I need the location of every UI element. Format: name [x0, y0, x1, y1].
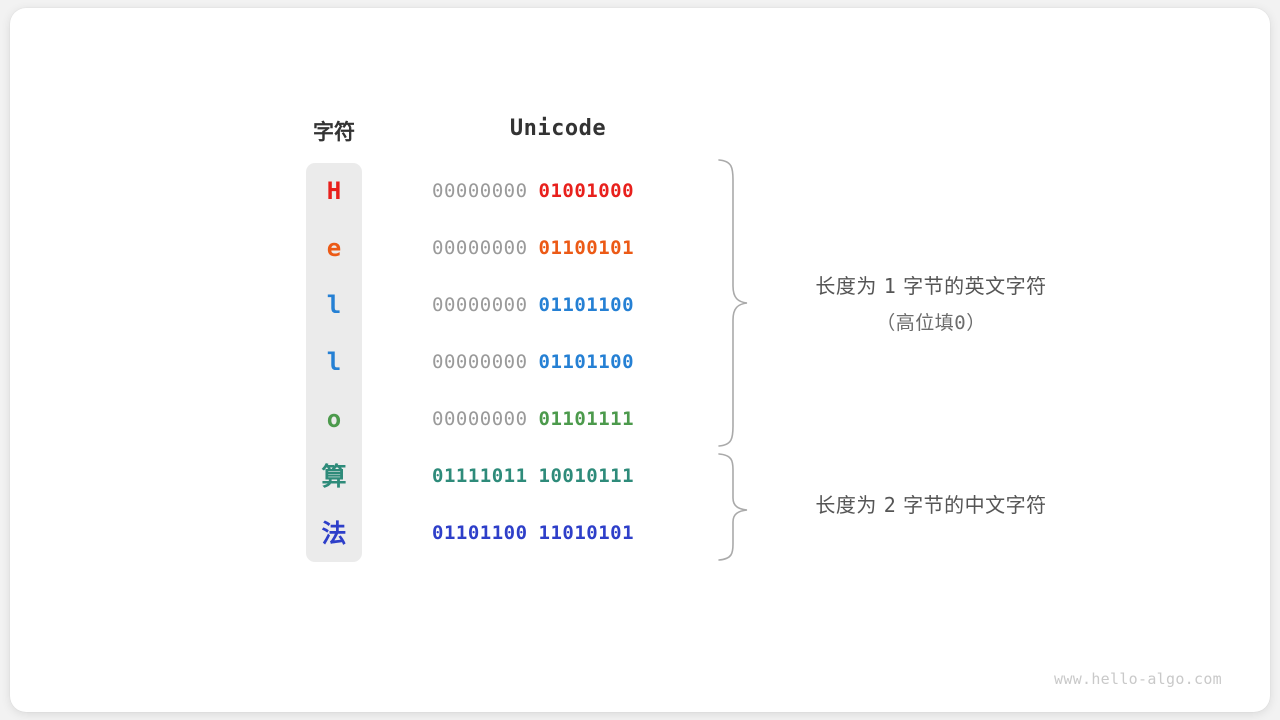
binary-row: 00000000 01101111: [432, 391, 684, 448]
annot1b-prefix: （高位填: [876, 312, 955, 334]
binary-low-byte: 01101111: [538, 408, 635, 430]
binary-row: 01111011 10010111: [432, 448, 684, 505]
binary-row: 00000000 01101100: [432, 334, 684, 391]
annot1-suffix: 字节的英文字符: [903, 274, 1047, 298]
annotation-one-byte: 长度为 1 字节的英文字符 （高位填0）: [786, 270, 1076, 335]
annot1b-suffix: ）: [966, 312, 986, 334]
character-cell: l: [326, 291, 342, 319]
brace-one-byte: [718, 159, 748, 447]
annotation-two-byte-line1: 长度为 2 字节的中文字符: [786, 489, 1076, 518]
binary-low-byte: 01001000: [538, 180, 635, 202]
binary-high-byte: 00000000: [432, 180, 528, 202]
binary-row: 00000000 01101100: [432, 277, 684, 334]
binary-high-byte: 01111011: [432, 465, 528, 487]
binary-high-byte: 01101100: [432, 522, 528, 544]
annot2-number: 2: [883, 493, 897, 517]
binary-row: 01101100 11010101: [432, 505, 684, 562]
binary-low-byte: 11010101: [538, 522, 635, 544]
figure-card: [10, 8, 1270, 712]
watermark: www.hello-algo.com: [1054, 670, 1222, 688]
annot2-prefix: 长度为: [815, 493, 877, 517]
binary-low-byte: 01101100: [538, 294, 635, 316]
binary-high-byte: 00000000: [432, 408, 528, 430]
column-header-character: 字符: [313, 121, 355, 144]
annotation-one-byte-line1: 长度为 1 字节的英文字符: [786, 270, 1076, 299]
annot2-suffix: 字节的中文字符: [903, 493, 1047, 517]
annot1b-number: 0: [954, 312, 967, 334]
brace-two-byte: [718, 453, 748, 561]
binary-low-byte: 01100101: [538, 237, 635, 259]
binary-low-byte: 10010111: [538, 465, 635, 487]
annotation-one-byte-line2: （高位填0）: [786, 308, 1076, 335]
binary-high-byte: 00000000: [432, 237, 528, 259]
character-cell: 算: [321, 462, 347, 491]
column-header-unicode: Unicode: [509, 116, 607, 141]
character-cell: l: [326, 348, 342, 376]
binary-row: 00000000 01001000: [432, 163, 684, 220]
binary-low-byte: 01101100: [538, 351, 635, 373]
binary-high-byte: 00000000: [432, 294, 528, 316]
annot1-number: 1: [883, 274, 897, 298]
annot1-prefix: 长度为: [815, 274, 877, 298]
character-cell: 法: [321, 519, 347, 548]
annotation-two-byte: 长度为 2 字节的中文字符: [786, 489, 1076, 518]
character-cell: H: [326, 177, 342, 205]
binary-high-byte: 00000000: [432, 351, 528, 373]
character-cell: o: [326, 405, 342, 433]
binary-row: 00000000 01100101: [432, 220, 684, 277]
character-cell: e: [326, 234, 342, 262]
